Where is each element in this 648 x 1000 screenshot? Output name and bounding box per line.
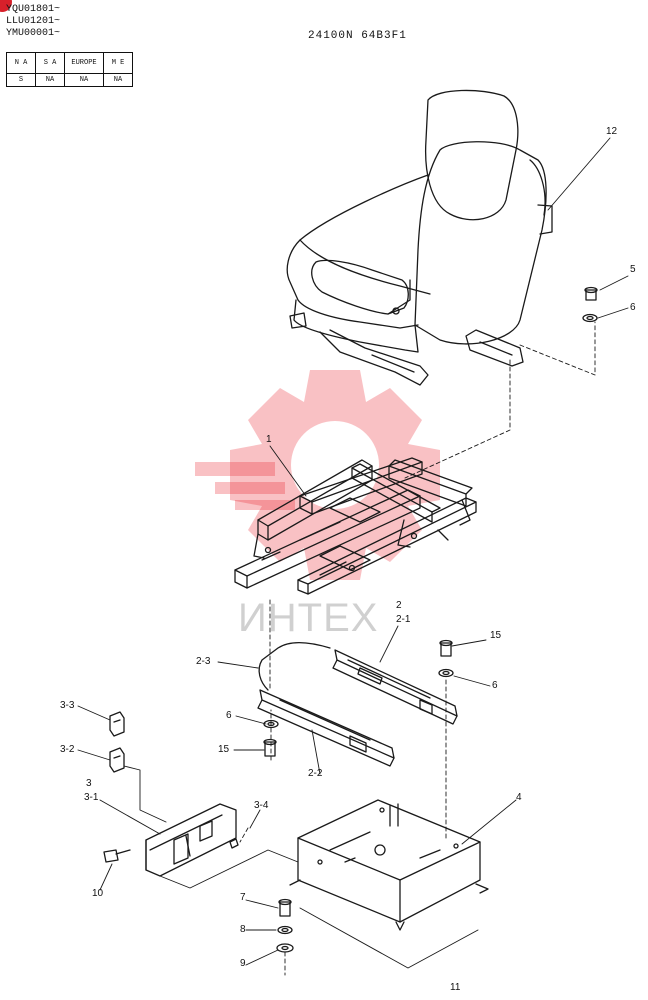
seat-assembly [286, 89, 553, 386]
bolt-icon [263, 738, 277, 757]
washer-icon [277, 925, 293, 935]
serial-number-block: YQU01801~ LLU01201~ YMU00001~ [6, 4, 60, 40]
seat-base-box [289, 799, 489, 931]
part-label-4: 4 [516, 792, 522, 803]
part-label-6: 6 [630, 302, 636, 313]
part-label-3-2: 3-2 [60, 744, 75, 755]
part-label-15: 15 [490, 630, 502, 641]
part-label-3-1: 3-1 [84, 792, 99, 803]
serial-number: YQU01801~ [6, 4, 61, 15]
drawing-code: 24100N 64B3F1 [308, 30, 407, 42]
corner-marker [0, 0, 12, 12]
part-label-6: 6 [492, 680, 498, 691]
part-label-10: 10 [92, 888, 104, 899]
bolt-icon [103, 849, 131, 863]
part-label-3: 3 [86, 778, 92, 789]
bolt-icon [439, 639, 453, 657]
table-header-cell: M E [103, 52, 133, 74]
part-label-2-1: 2-1 [396, 614, 411, 625]
part-label-2: 2 [396, 600, 402, 611]
serial-number: YMU00001~ [6, 28, 61, 39]
part-label-7: 7 [240, 892, 246, 903]
mounting-plate [145, 803, 237, 877]
part-label-12: 12 [606, 126, 618, 137]
clip-part [109, 747, 125, 773]
part-label-3-4: 3-4 [254, 800, 269, 811]
watermark-text: ИНТЕХ [238, 596, 379, 640]
washer-icon [582, 313, 598, 323]
washer-icon [438, 668, 454, 678]
watermark-gear-logo [195, 370, 440, 580]
part-label-1: 1 [266, 434, 272, 445]
applicability-table: N A S A EUROPE M E S NA NA NA [6, 52, 133, 87]
assembly-guide-lines [239, 321, 596, 976]
part-label-15: 15 [218, 744, 230, 755]
part-label-2-3: 2-3 [196, 656, 211, 667]
part-label-3-3: 3-3 [60, 700, 75, 711]
part-label-5: 5 [630, 264, 636, 275]
part-label-6: 6 [226, 710, 232, 721]
washer-icon [276, 943, 294, 953]
part-label-9: 9 [240, 958, 246, 969]
part-label-2-2: 2-2 [308, 768, 323, 779]
part-label-8: 8 [240, 924, 246, 935]
slide-rail-assembly [257, 642, 458, 767]
clip-part [109, 711, 125, 737]
part-label-11: 11 [450, 982, 461, 993]
leader-lines [77, 137, 629, 969]
small-bracket-part [229, 838, 239, 849]
serial-number: LLU01201~ [6, 16, 61, 27]
bolt-icon [278, 898, 292, 917]
seat-frame [234, 457, 477, 595]
bolt-icon [584, 286, 598, 301]
table-cell: NA [103, 73, 133, 87]
